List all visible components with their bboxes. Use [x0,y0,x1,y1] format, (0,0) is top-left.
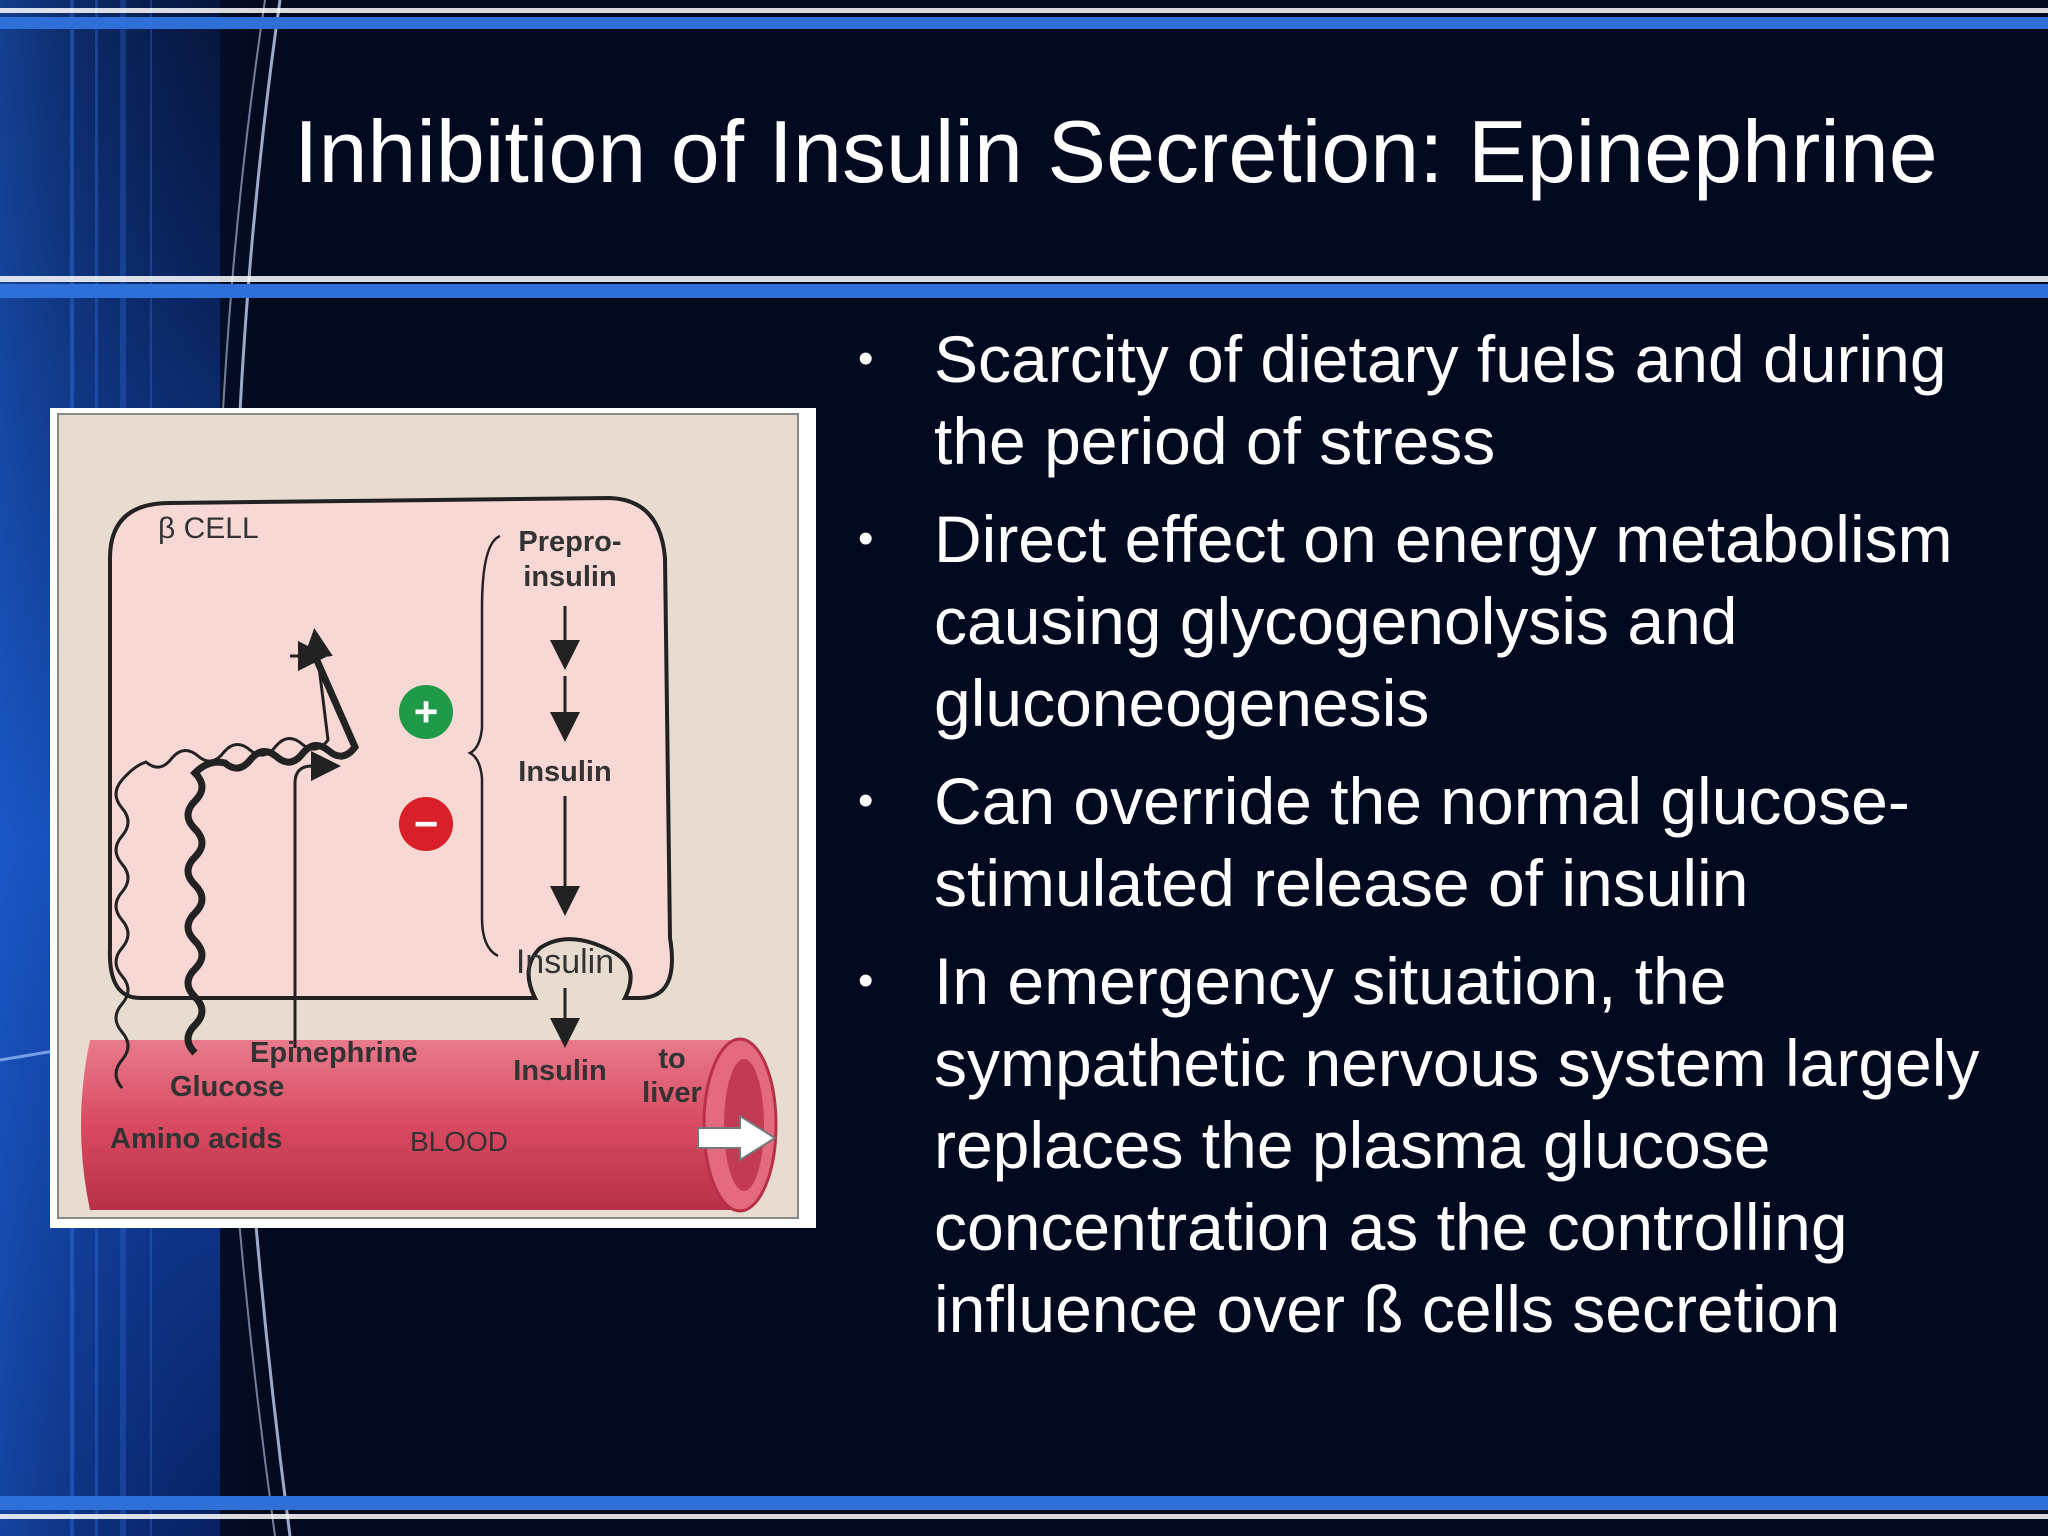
blood-vessel [81,1040,740,1210]
bullet-text: Direct effect on energy metabolism causi… [934,502,1953,740]
insulin-granule-label: Insulin [516,943,614,981]
plus-symbol: + [414,688,439,735]
amino-acids-label: Amino acids [110,1123,282,1155]
beta-cell-outline [107,495,674,1000]
beta-cell-diagram: + − β CELL Prepro- insulin Insulin Insul… [57,413,799,1219]
epinephrine-signal-path [293,751,341,1048]
inhibit-minus-icon [399,797,453,851]
bullet-marker: • [858,334,874,383]
insulin-secretion-figure: + − β CELL Prepro- insulin Insulin Insul… [50,408,816,1228]
to-liver-label-line2: liver [642,1077,702,1109]
bullet-item: • Scarcity of dietary fuels and during t… [850,318,2030,482]
slide-title: Inhibition of Insulin Secretion: Epineph… [294,102,1938,201]
preproinsulin-label-line2: insulin [523,561,616,593]
blood-label: BLOOD [410,1126,508,1157]
bullet-text: In emergency situation, the sympathetic … [934,944,1980,1346]
glucose-signal-path [184,654,360,1056]
minus-symbol: − [414,800,439,847]
bullet-text: Scarcity of dietary fuels and during the… [934,322,1947,478]
beta-cell-label: β CELL [158,512,259,545]
preproinsulin-label: Prepro- [518,526,621,558]
amino-acid-signal-path [114,628,333,1089]
to-liver-arrow-icon [697,1114,777,1162]
brace-line [467,534,501,958]
bullet-marker: • [858,514,874,563]
bullet-item: • In emergency situation, the sympatheti… [850,940,2030,1350]
bullet-marker: • [858,956,874,1005]
to-liver-label: to [658,1043,685,1075]
bullet-text: Can override the normal glucose-stimulat… [934,764,1910,920]
glucose-label: Glucose [170,1071,284,1103]
bullet-item: • Direct effect on energy metabolism cau… [850,498,2030,744]
epinephrine-label: Epinephrine [250,1037,418,1069]
bullet-item: • Can override the normal glucose-stimul… [850,760,2030,924]
bullet-marker: • [858,776,874,825]
stimulate-plus-icon [399,685,453,739]
insulin-label: Insulin [518,756,611,788]
bullet-list: • Scarcity of dietary fuels and during t… [850,318,2030,1366]
insulin-blood-label: Insulin [513,1055,606,1087]
